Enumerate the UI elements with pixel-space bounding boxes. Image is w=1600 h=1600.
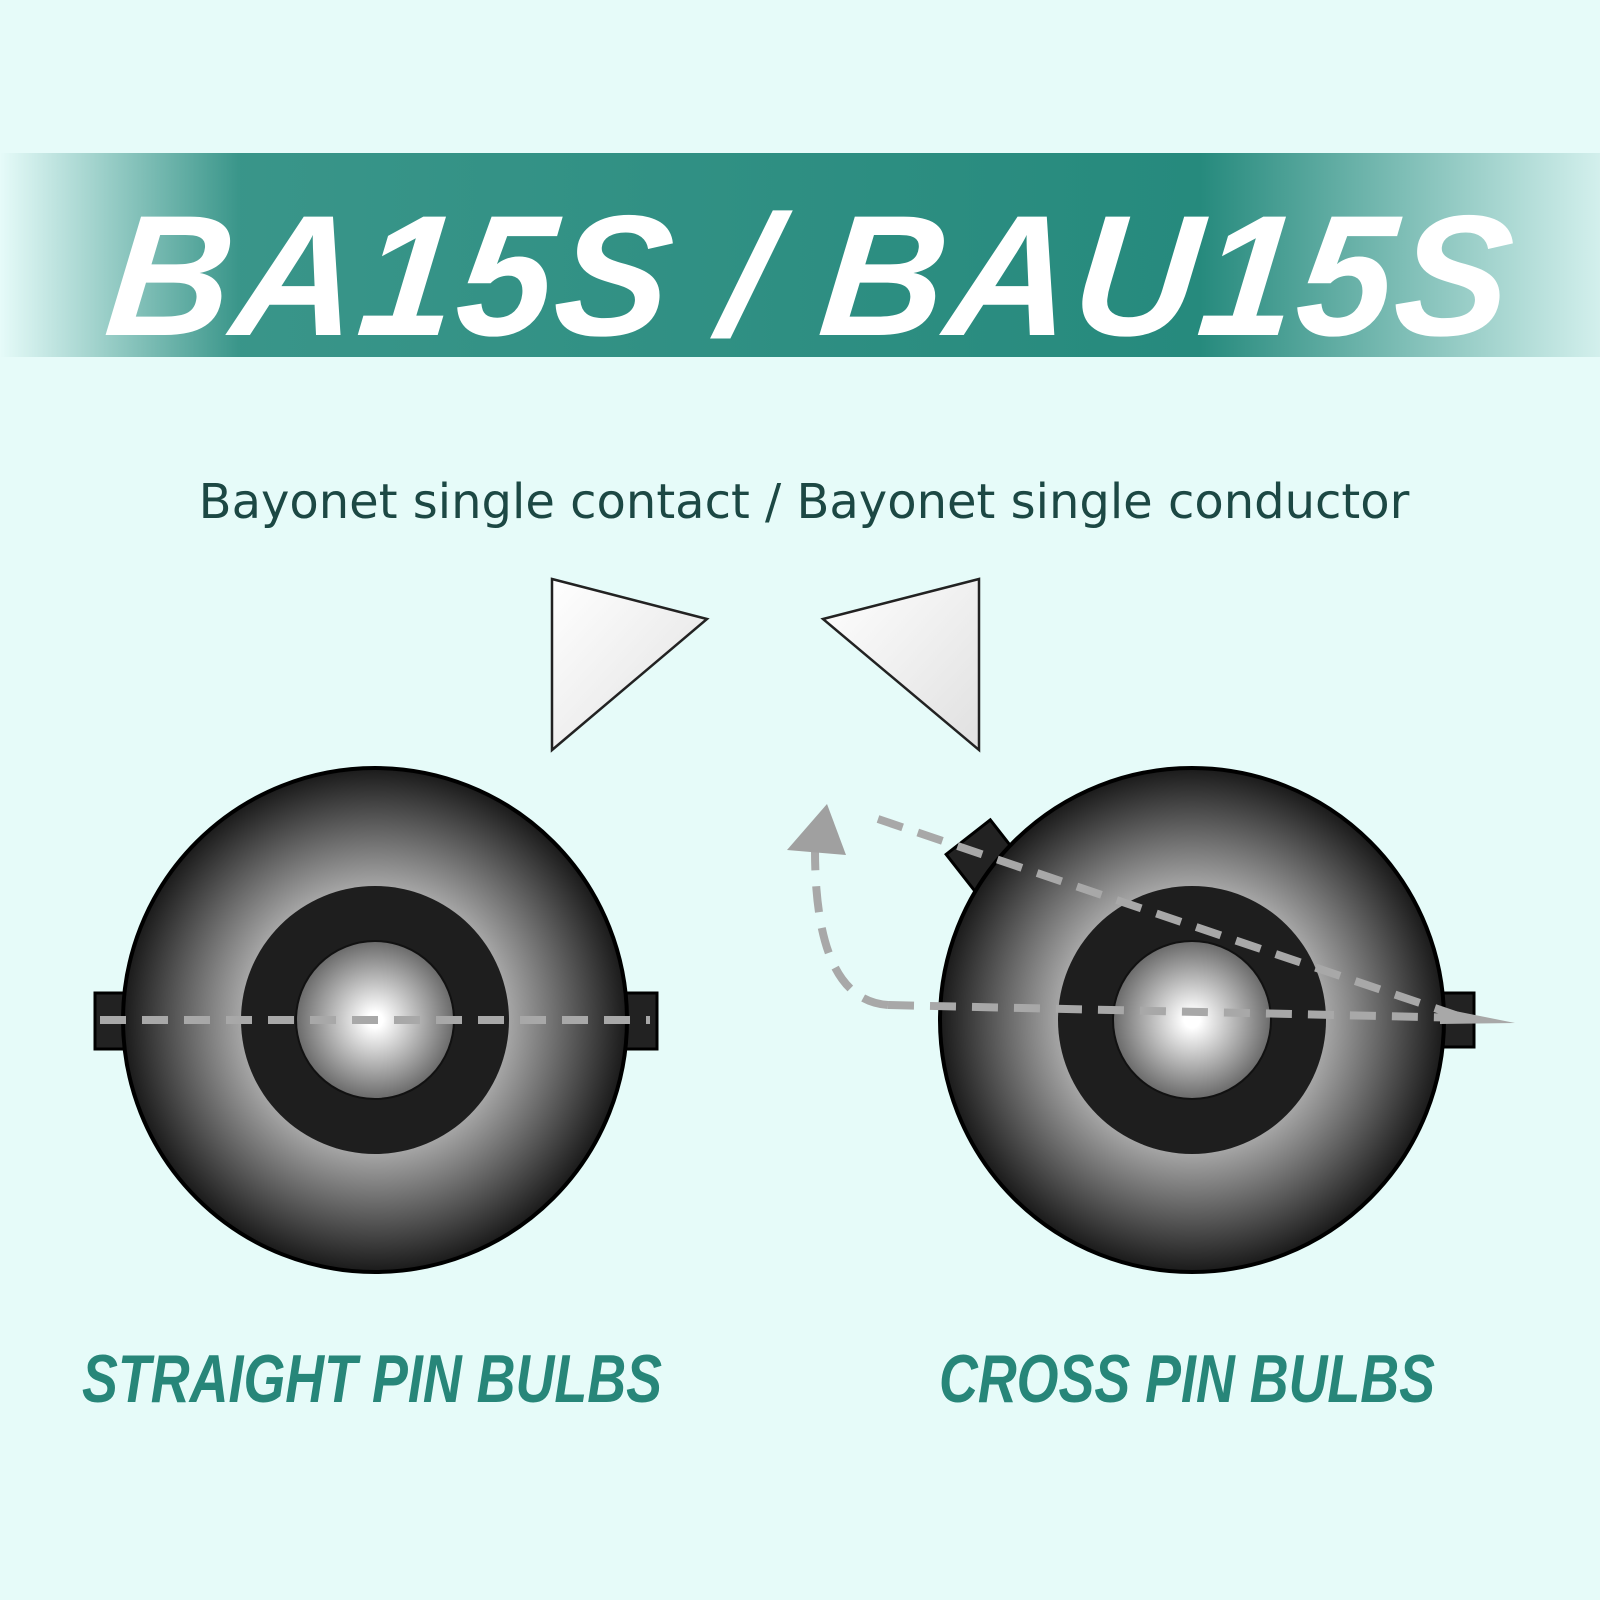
left-pointer-triangle <box>550 577 710 753</box>
page-title: BA15S / BAU15S <box>99 179 1524 371</box>
straight-pin-line <box>887 1001 1471 1022</box>
rotated-pin-line <box>876 815 1472 1024</box>
straight-pin-bulb <box>93 766 659 1274</box>
cross-pin-label: CROSS PIN BULBS <box>939 1341 1435 1417</box>
right-pointer-triangle <box>820 577 981 753</box>
title-banner <box>0 153 1600 357</box>
cross-pin-bulb <box>787 766 1515 1274</box>
rotation-arrow <box>811 849 889 1009</box>
straight-pin-label: STRAIGHT PIN BULBS <box>82 1341 662 1417</box>
arrow-head-icon <box>787 804 846 855</box>
subtitle: Bayonet single contact / Bayonet single … <box>199 474 1410 530</box>
